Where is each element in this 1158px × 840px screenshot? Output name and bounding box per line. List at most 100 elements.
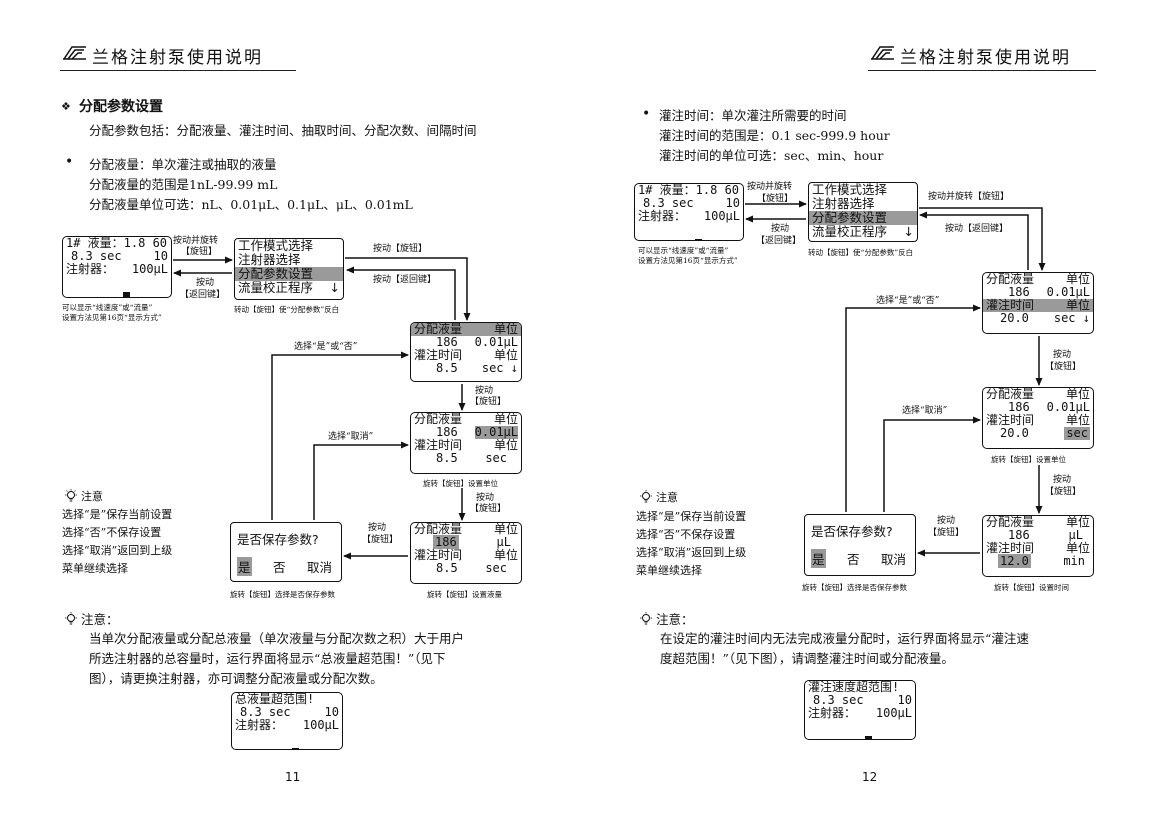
run-note-1: 可以显示“线速度”或“流量” — [638, 246, 729, 255]
row-unit: 单位 — [1065, 272, 1090, 286]
bullet-dot: • — [65, 154, 74, 170]
run-count: 10 — [153, 249, 168, 263]
row-dispense-volume: 分配液量单位 — [983, 516, 1093, 529]
label-knob: 【旋钮】 — [470, 504, 507, 514]
main-menu: 工作模式选择 注射器选择 分配参数设置 流量校正程序↓ — [808, 182, 918, 242]
menu-item-work-mode[interactable]: 工作模式选择 — [812, 182, 888, 197]
row-volume-value: 186 0.01μL — [983, 401, 1093, 414]
save-question: 是否保存参数? — [811, 524, 893, 539]
save-no-option[interactable]: 否 — [273, 560, 286, 575]
save-cancel-option[interactable]: 取消 — [307, 560, 333, 575]
menu-item-syringe[interactable]: 注射器选择 — [812, 196, 875, 211]
time-unit-selected[interactable]: sec — [1064, 426, 1090, 440]
save-no-option[interactable]: 否 — [847, 552, 860, 567]
time-unit: sec ↓ — [1054, 312, 1090, 325]
menu-note: 转动【旋钮】使“分配参数”反白 — [808, 248, 914, 257]
run-line-1: 1# 液量：1.8 60 μL — [66, 236, 168, 250]
down-arrow-icon: ↓ — [510, 361, 518, 375]
row-infusion-time: 灌注时间单位 — [411, 349, 521, 362]
label-back-key: 【返回键】 — [756, 236, 802, 246]
volume-value: 186 — [1008, 528, 1030, 542]
syringe-size: 100μL — [131, 262, 168, 276]
down-arrow-icon: ↓ — [1082, 311, 1090, 325]
label-knob: 【旋钮】 — [1045, 487, 1082, 497]
row-unit: 单位 — [1065, 541, 1090, 555]
save-dialog: 是否保存参数? 是 否 取消 — [804, 514, 916, 576]
volume-unit: 0.01μL — [474, 335, 518, 349]
volume-value-selected[interactable]: 186 — [433, 535, 459, 549]
brand-logo-icon — [871, 46, 894, 60]
label-knob: 【旋钮】 — [1045, 362, 1082, 372]
menu-item-syringe[interactable]: 注射器选择 — [238, 252, 301, 267]
notice2-line-1: 在设定的灌注时间内无法完成液量分配时，运行界面将显示“灌注速 — [660, 631, 1029, 646]
run-line-3: 注射器：100μL — [635, 210, 743, 223]
page-header: 兰格注射泵使用说明 — [92, 48, 263, 68]
over-line-4 — [232, 732, 342, 749]
notice-line-1: 选择“是”保存当前设置 — [636, 510, 747, 523]
syringe-label: 注射器： — [808, 706, 857, 720]
label-press: 按动 — [476, 493, 495, 503]
row-unit: 单位 — [493, 322, 518, 336]
row-infusion-time: 灌注时间单位 — [411, 549, 521, 562]
label-press-rotate: 按动并旋转 — [173, 236, 219, 246]
header-rule — [60, 70, 296, 71]
menu-item-label: 流量校正程序 — [812, 224, 888, 239]
row-volume-value: 186 0.01μL — [411, 426, 521, 439]
stop-icon — [123, 292, 131, 297]
save-note: 旋转【旋钮】选择是否保存参数 — [230, 590, 335, 599]
notice-line-3: 选择“取消”返回到上级 — [636, 546, 747, 559]
lightbulb-icon — [640, 612, 652, 625]
volume-unit: μL — [1068, 528, 1083, 542]
menu-item-work-mode[interactable]: 工作模式选择 — [238, 238, 314, 253]
notice-line-4: 菜单继续选择 — [636, 564, 702, 577]
header-rule — [868, 70, 1096, 71]
label-knob: 【旋钮】 — [362, 535, 399, 545]
over-line-1: 灌注速度超范围! — [808, 680, 900, 694]
time-unit-text: sec — [1053, 311, 1076, 325]
menu-item-dispense-params[interactable]: 分配参数设置 — [235, 267, 343, 281]
save-cancel-option[interactable]: 取消 — [881, 552, 907, 567]
row-volume-value: 186 μL — [983, 529, 1093, 542]
over-line-1: 总液量超范围! — [235, 692, 315, 706]
time-unit: sec — [485, 451, 507, 465]
volume-unit: 0.01μL — [1046, 400, 1090, 414]
time-unit: sec — [485, 561, 507, 575]
lightbulb-icon — [65, 489, 77, 502]
menu-item-dispense-params[interactable]: 分配参数设置 — [809, 211, 917, 225]
volume-value: 186 — [1008, 400, 1030, 414]
bullet-dot: • — [642, 106, 651, 122]
volume-unit-selected[interactable]: 0.01μL — [474, 425, 518, 439]
time-value-selected[interactable]: 12.0 — [998, 554, 1031, 568]
run-time: 8.3 sec — [643, 196, 694, 210]
syringe-label: 注射器： — [66, 262, 115, 276]
notice2-title: 注意： — [81, 612, 119, 627]
row-label: 分配液量 — [986, 515, 1035, 529]
notice-line-2: 选择“否”不保存设置 — [636, 528, 736, 541]
save-yes-option[interactable]: 是 — [811, 549, 826, 568]
volume-value: 186 — [436, 425, 458, 439]
label-knob: 【旋钮】 — [470, 397, 507, 407]
save-yes-option[interactable]: 是 — [237, 557, 252, 576]
run-note-2: 设置方法见第16页“显示方式” — [62, 313, 162, 322]
menu-item-flow-calibration[interactable]: 流量校正程序↓ — [235, 281, 343, 295]
label-back-key: 【返回键】 — [180, 290, 226, 300]
menu-item-flow-calibration[interactable]: 流量校正程序↓ — [809, 225, 917, 239]
diamond-bullet-icon: ❖ — [61, 100, 71, 113]
page-number: 11 — [285, 770, 301, 784]
run-line-3: 注射器： 100μL — [63, 263, 171, 276]
run-time: 8.3 sec — [240, 705, 291, 719]
row-unit: 单位 — [493, 438, 518, 452]
down-arrow-icon: ↓ — [329, 280, 340, 295]
over-line-4 — [805, 720, 915, 739]
